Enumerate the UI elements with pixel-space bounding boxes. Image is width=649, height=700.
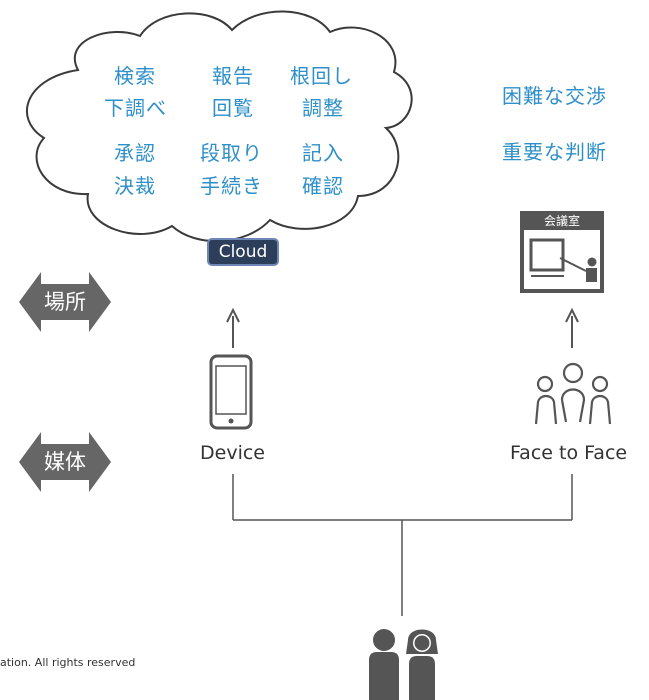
cloud-word-kairan: 回覧 <box>212 96 254 120</box>
medium-double-arrow: 媒体 <box>19 432 111 492</box>
cloud-word-houkoku: 報告 <box>212 64 254 88</box>
cloud-word-dandori: 段取り <box>200 141 263 165</box>
face-to-face-label: Face to Face <box>510 442 628 464</box>
medium-label: 媒体 <box>44 450 86 474</box>
important-decision-label: 重要な判断 <box>502 140 607 164</box>
place-label: 場所 <box>44 290 86 314</box>
cloud-word-kinyu: 記入 <box>302 141 344 165</box>
meeting-room-label: 会議室 <box>543 214 580 228</box>
cloud-word-shirabe: 下調べ <box>104 96 167 120</box>
cloud-word-chousei: 調整 <box>302 96 344 120</box>
cloud-word-kakunin: 確認 <box>302 174 344 198</box>
device-label: Device <box>200 442 265 464</box>
cloud-tag: Cloud <box>207 238 279 266</box>
cloud-word-kensaku: 検索 <box>114 64 156 88</box>
cloud-word-nemawashi: 根回し <box>290 64 353 88</box>
cloud-word-kessai: 決裁 <box>114 174 156 198</box>
cloud-word-tetsuzuki: 手続き <box>200 174 263 198</box>
copyright-text: ation. All rights reserved <box>0 656 136 669</box>
place-double-arrow: 場所 <box>19 272 111 332</box>
cloud-word-shounin: 承認 <box>114 141 156 165</box>
difficult-negotiation-label: 困難な交渉 <box>502 84 607 108</box>
